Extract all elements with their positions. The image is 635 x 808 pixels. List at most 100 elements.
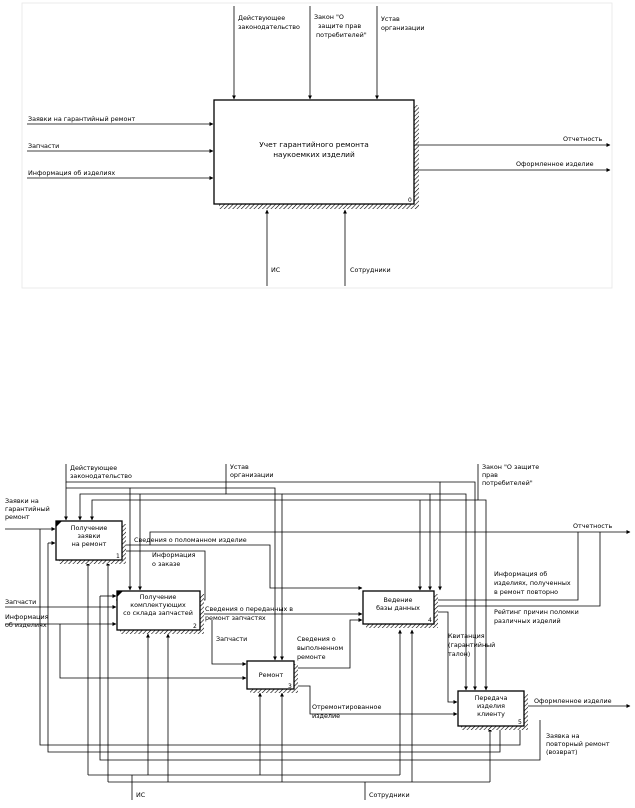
arrow-repair-info[interactable]	[295, 618, 363, 669]
box2-label-1: Получение	[140, 593, 177, 601]
arrow-charter-to-box3[interactable]	[225, 464, 284, 661]
label-law-1: Действующее	[70, 464, 117, 472]
label-transferred-2: ремонт запчастях	[205, 614, 266, 622]
loop-box2[interactable]	[99, 596, 541, 761]
label-done-2: выполненном	[297, 644, 343, 652]
activity-box-2[interactable]	[116, 590, 201, 631]
loop-box1-bottom[interactable]	[39, 529, 521, 746]
label-order-2: о заказе	[152, 560, 180, 568]
arrow-receipt[interactable]	[437, 611, 458, 704]
label-consumer-3: потребителей"	[482, 479, 533, 487]
arrow-rating[interactable]	[437, 532, 601, 607]
control-label-consumer-2: защите прав	[318, 22, 361, 30]
label-receipt-2: (гарантийный	[448, 641, 495, 649]
box2-number: 2	[193, 623, 197, 630]
box4-label-2: базы данных	[376, 604, 420, 612]
context-box-title-1: Учет гарантийного ремонта	[259, 140, 369, 149]
control-label-charter-2: организации	[381, 24, 425, 32]
label-requests-2: гарантийный	[5, 505, 50, 513]
label-report: Отчетность	[573, 522, 613, 530]
box1-label-1: Получение	[71, 524, 108, 532]
arrow-law-to-box5[interactable]	[440, 481, 477, 691]
box2-label-3: со склада запчастей	[123, 609, 193, 617]
arrow-report[interactable]	[149, 530, 631, 545]
box1-corner-marker	[56, 521, 62, 527]
arrow-consumer-to-box5[interactable]	[477, 464, 488, 691]
input-label-requests: Заявки на гарантийный ремонт	[28, 115, 136, 123]
label-charter-1: Устав	[230, 463, 249, 471]
arrow-charter-to-box5[interactable]	[282, 493, 468, 691]
box5-label-2: изделия	[477, 702, 505, 710]
activity-box-1[interactable]	[55, 520, 123, 561]
arrow-charter-to-box1[interactable]	[78, 493, 226, 521]
box5-label-1: Передача	[475, 694, 508, 702]
arrow-rerepair-info[interactable]	[437, 532, 579, 601]
label-requests-3: ремонт	[5, 513, 30, 521]
label-receipt-3: талон)	[448, 650, 470, 658]
label-requests-1: Заявки на	[5, 497, 39, 505]
label-transferred-1: Сведения о переданных в	[205, 605, 293, 613]
arrow-consumer-to-box1[interactable]	[90, 499, 478, 521]
box5-number: 5	[518, 719, 522, 726]
mechanism-label-is: ИС	[271, 266, 281, 274]
output-label-final: Оформленное изделие	[516, 160, 594, 168]
label-done-3: ремонте	[297, 653, 326, 661]
box2-corner-marker	[117, 591, 123, 597]
arrow-law-to-box3[interactable]	[130, 487, 277, 661]
decomposition-diagram: Получение заявки на ремонт 1 Получение к…	[5, 463, 631, 800]
label-rerepair-2: изделиях, полученных	[494, 579, 571, 587]
label-return-3: (возврат)	[546, 748, 578, 756]
box5-label-3: клиенту	[477, 710, 505, 718]
label-order-1: Информация	[152, 551, 196, 559]
control-label-law-1: Действующее	[238, 14, 285, 22]
activity-box-5[interactable]	[457, 690, 525, 727]
arrow-broken-info[interactable]	[122, 544, 363, 590]
label-return-2: повторный ремонт	[546, 740, 610, 748]
context-frame	[21, 2, 613, 289]
arrow-info-to-box3[interactable]	[59, 624, 247, 680]
activity-box-3[interactable]	[246, 660, 295, 690]
label-consumer-1: Закон "О защите	[482, 463, 539, 471]
label-receipt-1: Квитанция	[448, 632, 485, 640]
label-repaired-2: изделие	[312, 712, 340, 720]
context-box-title-2: наукоемких изделий	[273, 150, 355, 159]
box3-label-1: Ремонт	[259, 671, 284, 679]
label-info-2: об изделиях	[5, 621, 47, 629]
box1-label-2: заявки	[78, 532, 101, 540]
label-done-1: Сведения о	[297, 635, 336, 643]
label-broken-info: Сведения о поломанном изделие	[134, 536, 247, 544]
activity-box-4[interactable]	[362, 590, 435, 625]
label-staff: Сотрудники	[369, 791, 410, 799]
control-label-consumer-1: Закон "О	[314, 13, 344, 21]
label-charter-2: организации	[230, 471, 274, 479]
control-label-law-2: законодательство	[238, 23, 300, 31]
label-consumer-2: прав	[482, 471, 498, 479]
arrow-law-to-db[interactable]	[65, 464, 442, 591]
arrow-parts-to-repair[interactable]	[211, 620, 247, 666]
input-label-parts: Запчасти	[28, 142, 59, 150]
label-repaired-1: Отремонтированное	[312, 703, 381, 711]
box1-number: 1	[116, 553, 120, 560]
label-law-2: законодательство	[70, 472, 132, 480]
label-final-product: Оформленное изделие	[534, 697, 612, 705]
input-label-info: Информация об изделиях	[28, 169, 115, 177]
context-box-number: 0	[408, 197, 412, 204]
box3-number: 3	[288, 683, 292, 690]
label-is: ИС	[136, 791, 146, 799]
output-label-report: Отчетность	[563, 135, 603, 143]
box1-label-3: на ремонт	[72, 540, 107, 548]
label-rerepair-1: Информация об	[494, 570, 547, 578]
mechanism-label-staff: Сотрудники	[350, 266, 391, 274]
label-parts-in: Запчасти	[5, 598, 36, 606]
box4-number: 4	[428, 617, 432, 624]
label-rating-1: Рейтинг причин поломки	[494, 608, 579, 616]
context-activity-box[interactable]	[213, 99, 415, 205]
box2-label-2: комплектующих	[130, 601, 186, 609]
label-info-1: Информация	[5, 613, 49, 621]
arrow-repaired-product[interactable]	[295, 685, 458, 716]
loop-box1-second[interactable]	[47, 543, 501, 753]
label-parts-mid: Запчасти	[216, 635, 247, 643]
box4-label-1: Ведение	[384, 596, 413, 604]
